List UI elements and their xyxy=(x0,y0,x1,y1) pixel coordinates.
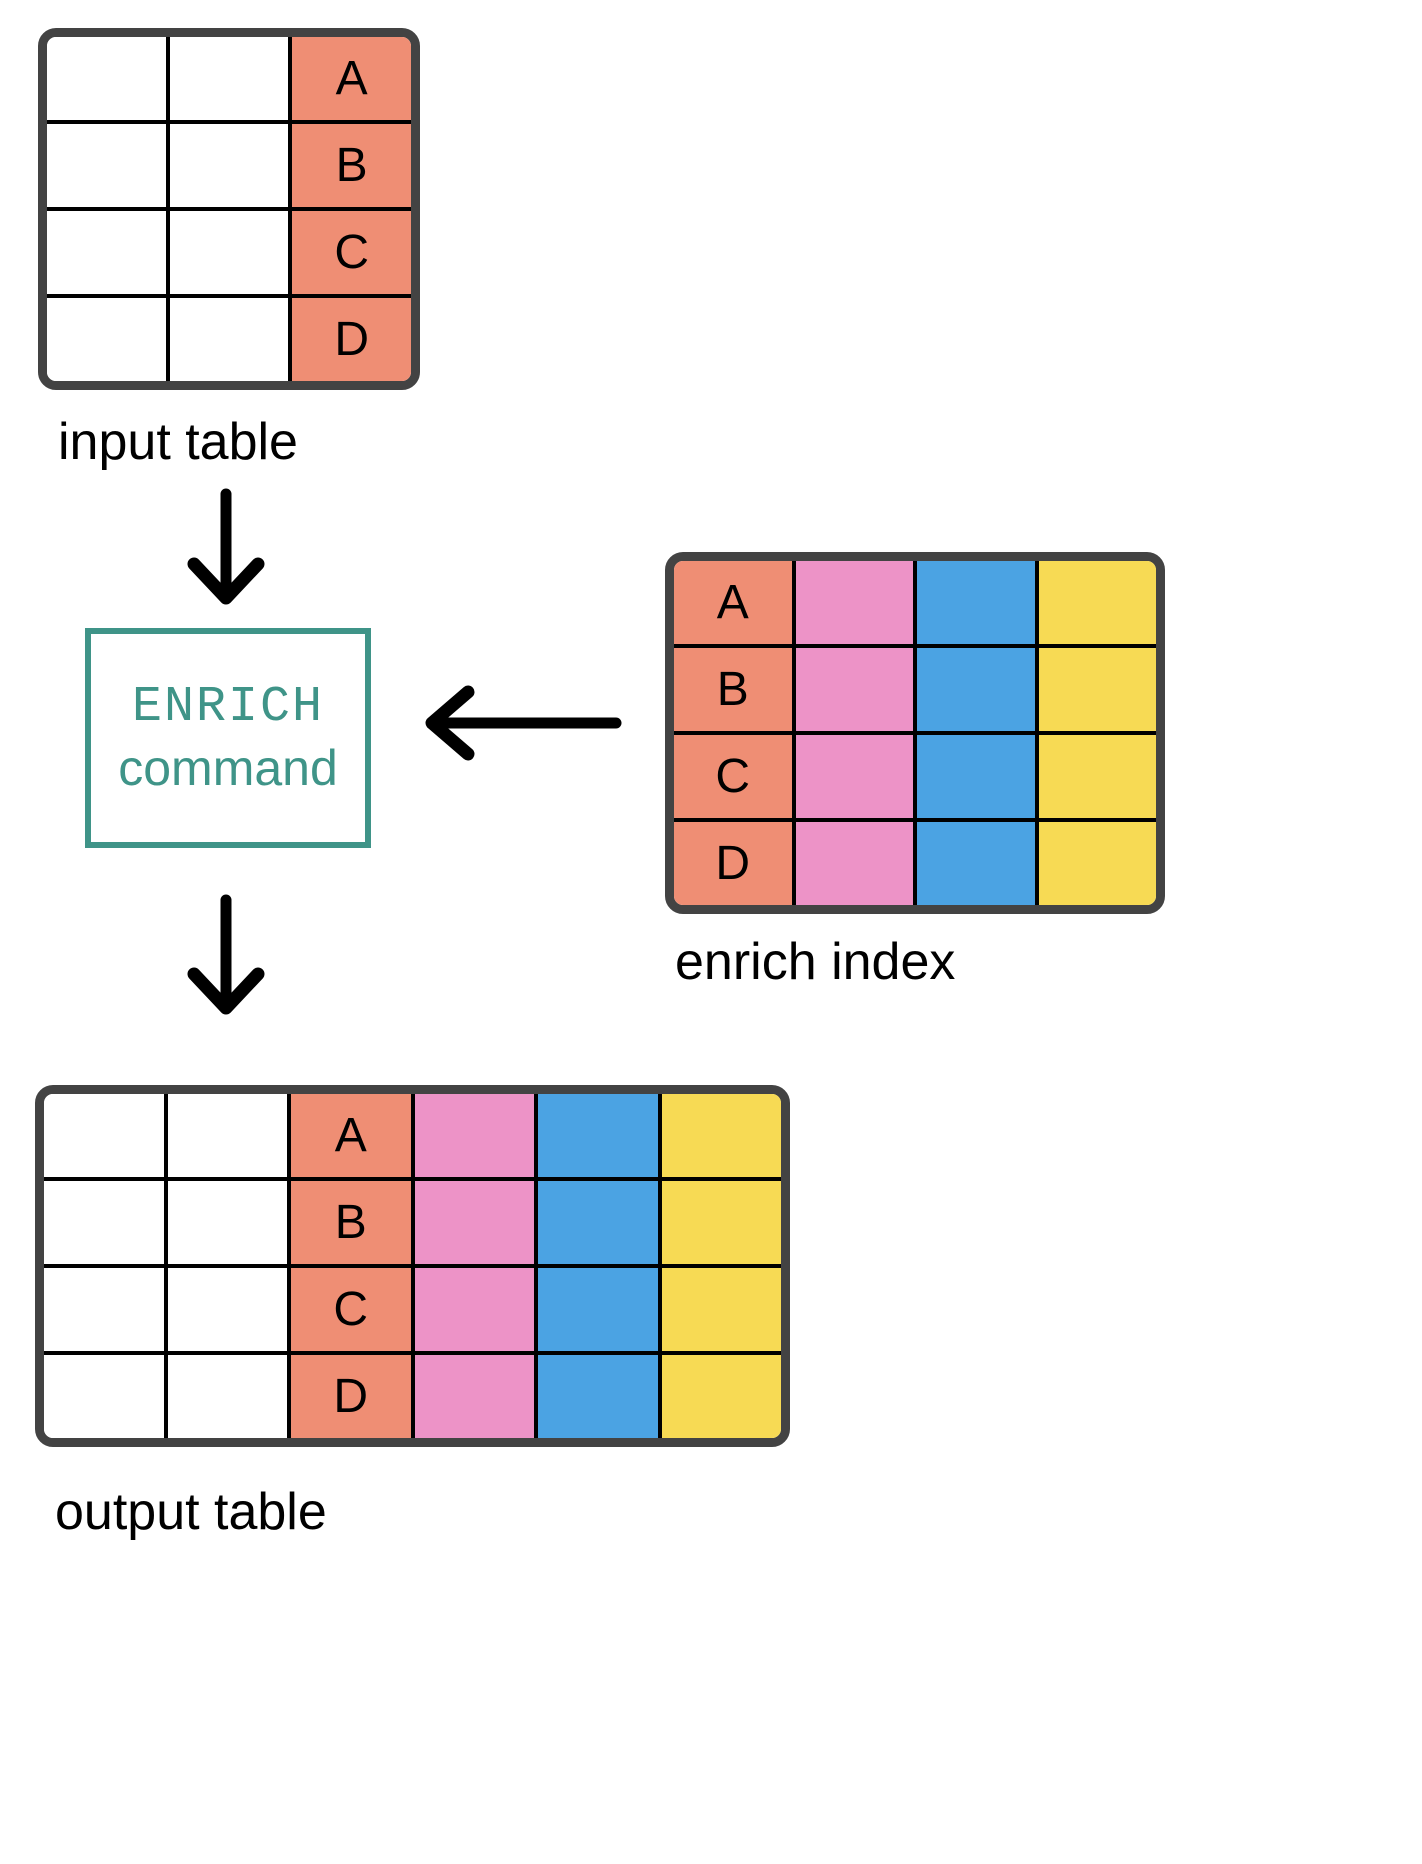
input_table-cell xyxy=(47,37,170,120)
input_table-cell xyxy=(169,298,293,381)
input_table-cell xyxy=(169,211,293,294)
output_table-cell xyxy=(661,1268,781,1351)
output_table-cell xyxy=(661,1181,781,1264)
input_table-cell xyxy=(47,298,170,381)
table-row: D xyxy=(674,822,1156,905)
output_table-cell xyxy=(414,1181,538,1264)
enrich-command-box[interactable]: ENRICH command xyxy=(85,628,371,848)
output_table-cell xyxy=(538,1355,662,1438)
enrich_index-cell xyxy=(917,735,1039,818)
table-row: B xyxy=(44,1181,781,1268)
arrow-input-to-command xyxy=(176,488,276,612)
input_table-key-cell: B xyxy=(292,124,411,207)
input_table-cell xyxy=(47,211,170,294)
table-row: C xyxy=(47,211,411,298)
input_table-key-cell: C xyxy=(292,211,411,294)
table-row: C xyxy=(674,735,1156,822)
enrich_index-cell xyxy=(795,735,917,818)
arrow-command-to-output xyxy=(176,894,276,1023)
enrich_index-cell xyxy=(917,822,1039,905)
output_table-cell xyxy=(167,1355,291,1438)
output_table-cell xyxy=(44,1094,168,1177)
enrich_index-cell xyxy=(1038,735,1156,818)
output_table-key-cell: D xyxy=(291,1355,415,1438)
table-row: D xyxy=(44,1355,781,1438)
output_table-cell xyxy=(44,1268,168,1351)
output_table-cell xyxy=(44,1355,168,1438)
enrich_index-key-cell: D xyxy=(674,822,796,905)
table-row: D xyxy=(47,298,411,381)
input_table-cell xyxy=(169,124,293,207)
enrich-index-label: enrich index xyxy=(675,933,956,991)
output_table-cell xyxy=(167,1181,291,1264)
enrich_index-cell xyxy=(1038,822,1156,905)
enrich_index-cell xyxy=(1038,648,1156,731)
output-table-label: output table xyxy=(55,1483,327,1541)
input_table-cell xyxy=(47,124,170,207)
output_table-cell xyxy=(414,1094,538,1177)
table-row: A xyxy=(44,1094,781,1181)
enrich-command-word: command xyxy=(118,740,338,796)
output_table-cell xyxy=(167,1268,291,1351)
table-row: A xyxy=(674,561,1156,648)
table-row: A xyxy=(47,37,411,124)
output_table-cell xyxy=(44,1181,168,1264)
output_table-cell xyxy=(538,1268,662,1351)
enrich_index-cell xyxy=(917,561,1039,644)
enrich_index-cell xyxy=(795,822,917,905)
output_table-key-cell: C xyxy=(291,1268,415,1351)
input_table-key-cell: D xyxy=(292,298,411,381)
enrich_index-key-cell: C xyxy=(674,735,796,818)
output_table-cell xyxy=(661,1355,781,1438)
input_table-cell xyxy=(169,37,293,120)
enrich_index-cell xyxy=(795,561,917,644)
enrich_index-cell xyxy=(917,648,1039,731)
enrich_index-key-cell: B xyxy=(674,648,796,731)
output_table-cell xyxy=(538,1094,662,1177)
output_table-key-cell: A xyxy=(291,1094,415,1177)
enrich-command-keyword: ENRICH xyxy=(131,679,325,736)
output_table-cell xyxy=(538,1181,662,1264)
output_table-key-cell: B xyxy=(291,1181,415,1264)
input_table-key-cell: A xyxy=(292,37,411,120)
input-table-label: input table xyxy=(58,413,298,471)
table-row: B xyxy=(674,648,1156,735)
enrich_index-cell xyxy=(1038,561,1156,644)
output_table-cell xyxy=(414,1355,538,1438)
output_table-cell xyxy=(167,1094,291,1177)
arrow-index-to-command xyxy=(420,678,622,768)
table-row: B xyxy=(47,124,411,211)
output_table-cell xyxy=(414,1268,538,1351)
enrich_index-cell xyxy=(795,648,917,731)
output_table-cell xyxy=(661,1094,781,1177)
enrich_index-key-cell: A xyxy=(674,561,796,644)
table-row: C xyxy=(44,1268,781,1355)
